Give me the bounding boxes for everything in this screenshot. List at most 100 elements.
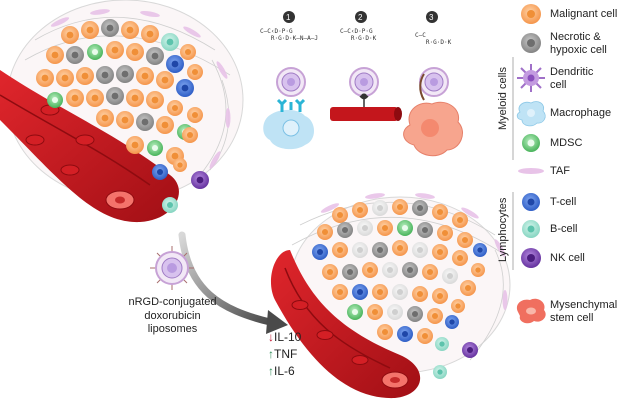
necrotic-cell-nucleus	[346, 268, 354, 276]
malignant-cell-nucleus	[416, 290, 424, 298]
malignant-cell-nucleus	[86, 26, 94, 34]
legend-label-malignant: Malignant cell	[550, 8, 618, 20]
legend-label-dendritic-1: Dendritic	[550, 66, 594, 78]
malignant-cell-nucleus	[91, 94, 99, 102]
legend-label-dendritic-2: cell	[550, 79, 567, 91]
step2-vessel	[330, 93, 402, 121]
malignant-cell-nucleus	[171, 104, 179, 112]
nk-cell-nucleus	[466, 346, 474, 354]
mdsc-cell-nucleus	[151, 144, 159, 152]
mdsc-cell-nucleus	[51, 96, 59, 104]
mdsc-cell-nucleus	[401, 224, 409, 232]
necrotic-cell-nucleus	[376, 246, 384, 254]
step-3-number: 3	[429, 13, 434, 22]
necrotic-cell-nucleus	[101, 71, 109, 79]
t-cell-nucleus	[449, 319, 455, 325]
step-liposomes	[276, 67, 449, 97]
blood-vessel-right	[270, 250, 421, 399]
peptide-structure-2: C—C‹D·P·G R·G·D·K	[340, 28, 377, 42]
cytokine-il10: ↓IL-10	[268, 330, 302, 344]
dead-cell-nucleus	[446, 272, 454, 280]
necrotic-cell-nucleus	[71, 51, 79, 59]
malignant-cell-nucleus	[455, 303, 461, 309]
b-cell-nucleus	[166, 201, 174, 209]
taf-cells-left	[50, 9, 231, 169]
macrophage-icon	[516, 101, 546, 127]
malignant-cell-nucleus	[161, 121, 169, 129]
malignant-cell-nucleus	[464, 284, 472, 292]
b-cell-nucleus	[439, 341, 445, 347]
malignant-cell-nucleus	[456, 216, 464, 224]
legend-label-bcell: B-cell	[550, 223, 578, 235]
t-cell-nucleus	[316, 248, 324, 256]
b-cell-nucleus	[166, 38, 174, 46]
legend-icons	[516, 4, 546, 324]
up-arrow-icon: ↑	[268, 364, 274, 378]
step1-macrophage	[263, 98, 315, 150]
malignant-cell-nucleus	[436, 208, 444, 216]
malignant-cell-nucleus	[371, 308, 379, 316]
malignant-cell-nucleus	[111, 46, 119, 54]
malignant-cell-nucleus	[441, 229, 449, 237]
necrotic-cell-nucleus	[421, 226, 429, 234]
malignant-cell-nucleus	[71, 94, 79, 102]
malignant-cell-nucleus	[396, 203, 404, 211]
malignant-cell-nucleus	[184, 48, 192, 56]
taf-cells-right	[320, 193, 508, 310]
peptide-structure-1: C—C‹D·P·G R·G·D·K—N—A—J	[260, 28, 318, 42]
nkcell-icon	[521, 248, 541, 268]
curved-arrow	[178, 231, 288, 334]
t-cell-nucleus	[156, 168, 164, 176]
tcell-icon	[522, 193, 540, 211]
legend-label-msc-2: stem cell	[550, 312, 594, 324]
malignant-cell-nucleus	[356, 206, 364, 214]
taf-icon	[518, 168, 544, 174]
malignant-cell-nucleus	[101, 114, 109, 122]
malignant-cell-nucleus	[161, 76, 169, 84]
step3-tumor-cell	[403, 73, 463, 157]
t-cell-nucleus	[171, 60, 179, 68]
malignant-cell-nucleus	[126, 26, 134, 34]
malignant-cell-nucleus	[326, 268, 334, 276]
liposome-caption: nRGD-conjugated doxorubicin liposomes	[110, 296, 235, 337]
legend-label-taf: TAF	[550, 165, 570, 177]
mdsc-icon	[522, 134, 540, 152]
dead-cell-nucleus	[376, 204, 384, 212]
necrotic-cell-nucleus	[106, 24, 114, 32]
malignant-cell-nucleus	[131, 94, 139, 102]
malignant-cell-nucleus	[81, 72, 89, 80]
cytokine-tnf: ↑TNF	[268, 347, 298, 361]
necrotic-cell-nucleus	[121, 70, 129, 78]
t-cell-nucleus	[401, 330, 409, 338]
dead-cell-nucleus	[391, 308, 399, 316]
malignant-cell-nucleus	[336, 288, 344, 296]
necrotic-cell-nucleus	[341, 226, 349, 234]
blood-vessel-left	[0, 70, 179, 223]
dendritic-cell-icon	[517, 64, 545, 92]
legend-label-msc-1: Mysenchymal	[550, 299, 618, 311]
malignant-cell-nucleus	[366, 266, 374, 274]
legend-label-nkcell: NK cell	[550, 252, 585, 264]
malignant-cell-nucleus	[456, 254, 464, 262]
dead-cell-nucleus	[416, 246, 424, 254]
dead-cell-nucleus	[386, 266, 394, 274]
step-badges	[283, 11, 438, 23]
malignant-cell-nucleus	[141, 72, 149, 80]
bcell-icon	[522, 220, 540, 238]
malignant-cell-nucleus	[431, 312, 439, 320]
necrotic-cell-nucleus	[411, 310, 419, 318]
malignant-cell-nucleus	[381, 224, 389, 232]
malignant-cell-nucleus	[436, 292, 444, 300]
step-2-number: 2	[358, 13, 363, 22]
b-cell-nucleus	[437, 369, 443, 375]
cell-cluster-left	[36, 19, 209, 213]
malignant-cell-nucleus	[66, 31, 74, 39]
t-cell-nucleus	[477, 247, 483, 253]
malignant-cell-nucleus	[336, 246, 344, 254]
malignant-cell-nucleus	[61, 74, 69, 82]
malignant-cell-icon	[521, 4, 541, 24]
liposome-caption-line-2: doxorubicin	[144, 309, 201, 322]
malignant-cell-nucleus	[151, 96, 159, 104]
necrotic-cell-icon	[521, 33, 541, 53]
